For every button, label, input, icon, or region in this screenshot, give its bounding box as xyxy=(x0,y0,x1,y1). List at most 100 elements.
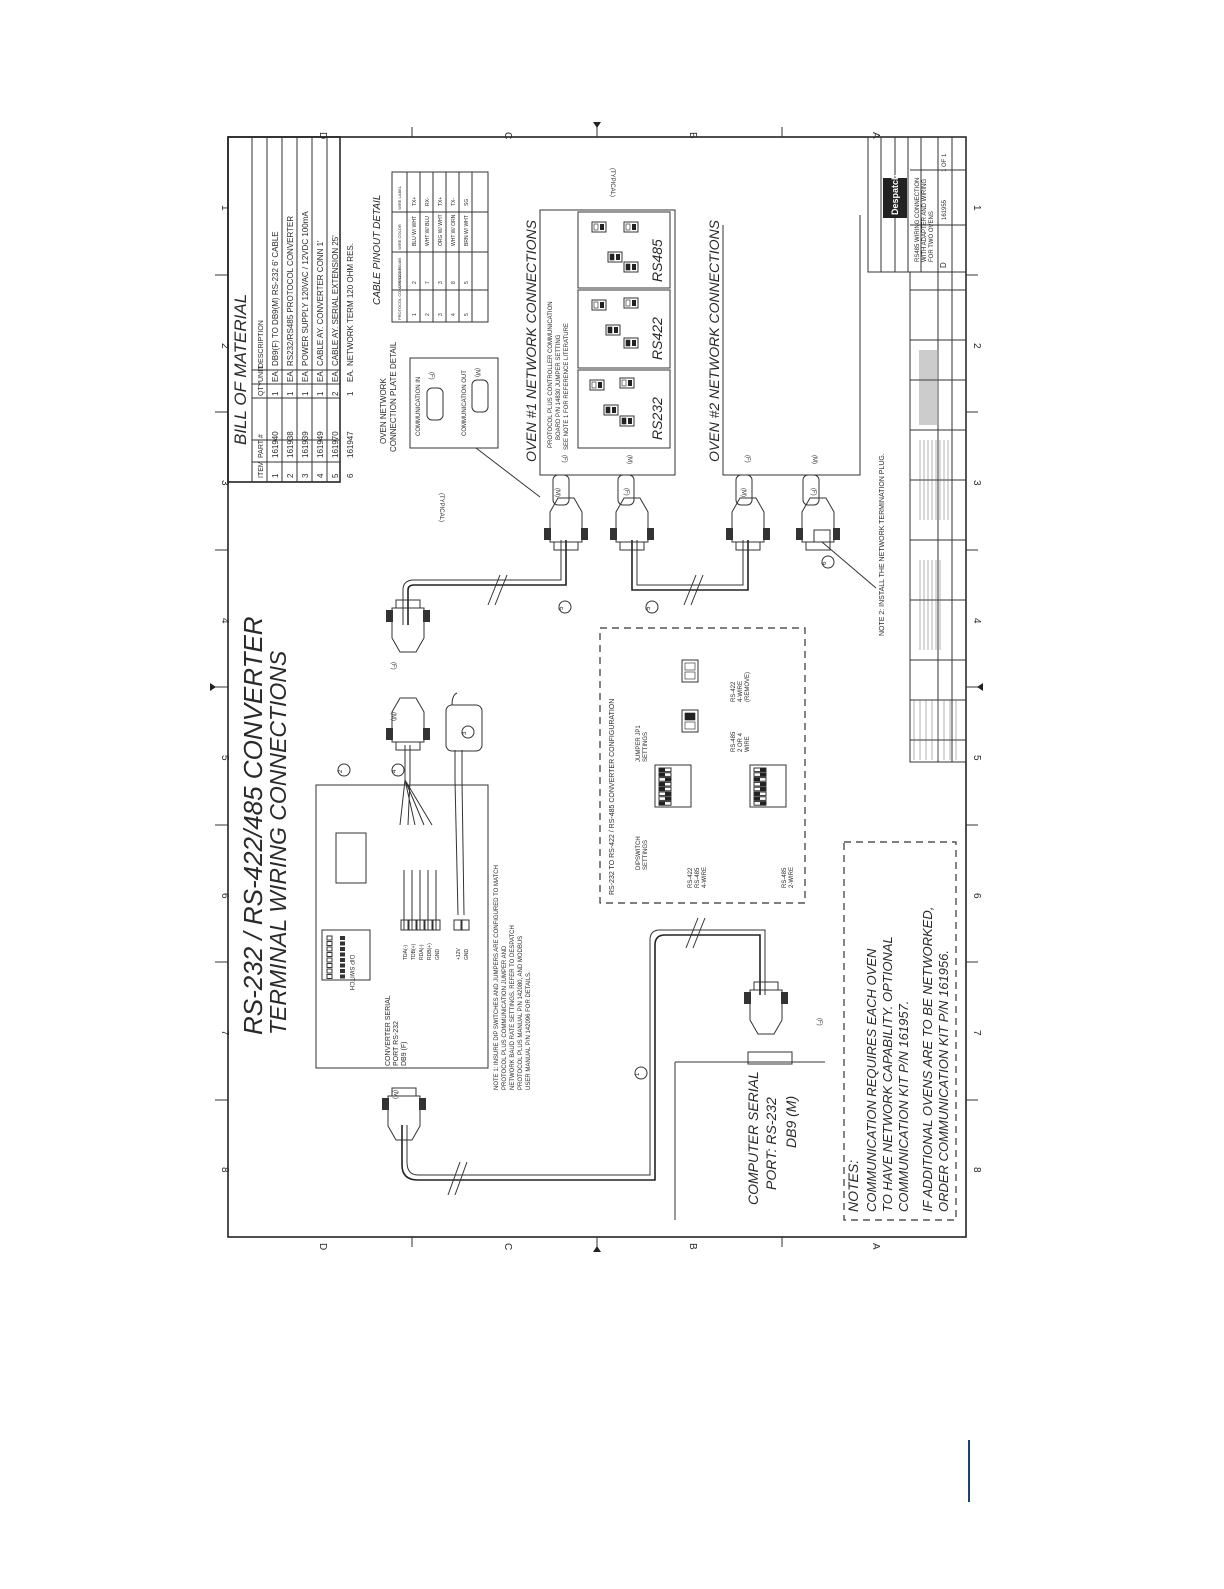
cable-pinout: CABLE PINOUT DETAIL PROTOCOL CONV. RS422… xyxy=(372,171,489,323)
zone-a-top: A xyxy=(870,132,881,139)
connector-label: (M) xyxy=(390,712,396,721)
plate-heading-2: CONNECTION PLATE DETAIL xyxy=(389,341,398,452)
tb-sheet: 1 OF 1 xyxy=(942,153,948,172)
oven2-port-f: (F) xyxy=(744,455,750,463)
converter-jumper xyxy=(335,832,367,884)
zone-b-bottom: B xyxy=(687,1243,698,1250)
converter-terminal: TDB(+) xyxy=(411,943,417,960)
pinout-cell: 2 xyxy=(425,313,431,316)
bom-unit: EA. xyxy=(301,369,310,382)
config-jp-heading-2: SETTINGS xyxy=(643,732,649,762)
converter-dip-label: DIP SWITCH xyxy=(348,955,354,990)
network-termination: NOTE 2: INSTALL THE NETWORK TERMINATION … xyxy=(813,453,886,636)
converter: DIP SWITCH TDA(-)TDB(+)RDA(-)RDB(+)GND+1… xyxy=(315,784,532,1090)
pinout-cell: 7 xyxy=(425,281,431,284)
zone-ticks xyxy=(210,122,983,1252)
oven1-note-1: PROTOCOL PLUS CONTROLLER COMMUNICATION xyxy=(548,301,554,448)
zone-c-bottom: C xyxy=(502,1243,513,1250)
bom-item: 1 xyxy=(271,473,280,478)
pinout-cell: 8 xyxy=(451,281,457,284)
config-mode-label: 2-WIRE xyxy=(789,867,795,888)
zone-3-left: 3 xyxy=(219,480,230,486)
computer-port: COMPUTER SERIAL PORT: RS-232 DB9 (M) xyxy=(674,1051,825,1220)
bom-desc: POWER SUPPLY 120VAC / 12VDC 100mA xyxy=(301,211,310,366)
bom-qty: 1 xyxy=(301,391,310,396)
company-logo: Despatch xyxy=(890,174,900,215)
pinout-cell: WHT W/ BLU xyxy=(425,216,431,246)
bom-part: 161938 xyxy=(286,431,295,458)
converter-terminal: TDA(-) xyxy=(403,945,409,960)
pinout-cell: 3 xyxy=(438,313,444,316)
plate-detail: OVEN NETWORK CONNECTION PLATE DETAIL COM… xyxy=(379,341,541,522)
notes-heading: NOTES: xyxy=(845,1160,861,1212)
zone-7-left: 7 xyxy=(219,1030,230,1036)
connector-label: (F) xyxy=(623,488,629,496)
oven-1: OVEN #1 NETWORK CONNECTIONS PROTOCOL PLU… xyxy=(523,168,676,506)
plate-heading-1: OVEN NETWORK xyxy=(379,378,388,444)
oven1-typical: (TYPICAL) xyxy=(609,168,615,197)
zone-d-top: D xyxy=(317,132,328,139)
callout-balloon: 4 xyxy=(392,769,398,773)
bom-unit: EA. xyxy=(286,369,295,382)
pinout-cell: RX- xyxy=(425,197,431,206)
bom-unit: EA. xyxy=(271,369,280,382)
bom-desc: CABLE AY. CONVERTER CONN 1' xyxy=(316,240,325,366)
zone-5-right: 5 xyxy=(971,755,982,761)
pinout-cell: 1 xyxy=(412,313,418,316)
config-jumper-label: (REMOVE) xyxy=(745,672,751,702)
zone-8-left: 8 xyxy=(219,1167,230,1173)
page-margin-rule xyxy=(968,1440,970,1502)
zone-1-left: 1 xyxy=(219,205,230,211)
computer-port-3: DB9 (M) xyxy=(783,1096,799,1148)
config-heading: RS-232 TO RS-422 / RS-485 CONVERTER CONF… xyxy=(609,699,616,895)
converter-dip xyxy=(321,929,371,981)
config-jumper-label: 4-WIRE xyxy=(738,681,744,702)
computer-port-2: PORT: RS-232 xyxy=(763,1097,779,1190)
converter-terminal: GND xyxy=(435,949,441,961)
pinout-cell: 2 xyxy=(412,281,418,284)
note1-line: USER MANUAL P/N 142096 FOR DETAILS. xyxy=(526,971,532,1090)
tb-title-2: WITH ADAPTER AND WIRING xyxy=(922,179,928,262)
note-2: NOTE 2: INSTALL THE NETWORK TERMINATION … xyxy=(879,453,886,636)
callout-balloon: 5 xyxy=(646,606,652,610)
bom-qty: 2 xyxy=(331,391,340,396)
tb-part-no: 161955 xyxy=(942,199,948,220)
bom-desc: CABLE AY. SERIAL EXTENSION 25' xyxy=(331,235,340,366)
config-mode-label: RS-485 xyxy=(782,867,788,888)
notes-line-3: COMMUNICATION KIT P/N 161957. xyxy=(896,1001,911,1212)
oven1-mode-rs485: RS485 xyxy=(649,239,665,282)
pinout-col-0: PROTOCOL CONV. RS422 RS485 xyxy=(397,257,402,320)
oven1-note-3: SEE NOTE 1 FOR REFERENCE LITERATURE xyxy=(564,323,570,450)
connector-label: (M) xyxy=(740,488,746,497)
bom-desc: DB9(F) TO DB9(M) RS-232 6' CABLE xyxy=(271,231,280,366)
connector-label: (F) xyxy=(810,488,816,496)
connector-label: (F) xyxy=(816,1018,822,1026)
bom-col-1: PART # xyxy=(258,434,265,458)
config-mode-label: RS-422 xyxy=(688,867,694,888)
bom-part: 161947 xyxy=(346,431,355,458)
config-mode-label: 4-WIRE xyxy=(702,867,708,888)
config-jumper-label: 2 OR 4 xyxy=(738,732,744,752)
title-block: Despatch RS485 WIRING CONNECTION WITH AD… xyxy=(867,136,967,763)
bom-unit: EA. xyxy=(331,369,340,382)
plate-out-label: COMMUNICATION OUT xyxy=(462,370,468,436)
cables xyxy=(399,540,766,1196)
bom-qty: 1 xyxy=(316,391,325,396)
callout-balloon: 2 xyxy=(338,769,344,773)
plate-typical: (TYPICAL) xyxy=(438,493,444,522)
zone-2-left: 2 xyxy=(219,343,230,349)
bom-part: 161939 xyxy=(301,431,310,458)
bom-col-0: ITEM xyxy=(258,461,265,478)
bom-item: 4 xyxy=(316,473,325,478)
computer-port-1: COMPUTER SERIAL xyxy=(745,1071,761,1205)
db9-connector xyxy=(744,981,788,1035)
config-jumper-label: RS-485 xyxy=(731,731,737,752)
rs422-jumper-box xyxy=(577,289,671,369)
callout-balloon: 5 xyxy=(559,606,565,610)
plate-in-label: COMMUNICATION IN xyxy=(416,377,422,436)
notes-box: NOTES: COMMUNICATION REQUIRES EACH OVEN … xyxy=(843,841,957,1221)
converter-port-1: CONVERTER SERIAL xyxy=(385,995,392,1066)
pinout-col-1: DB9 CONN. xyxy=(397,266,402,288)
